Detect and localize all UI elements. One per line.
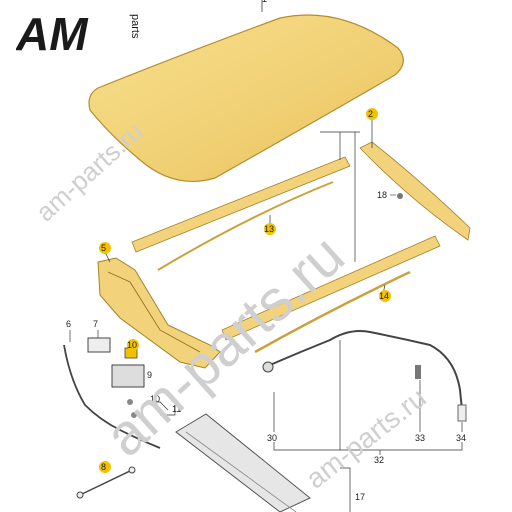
logo-suffix: parts <box>129 14 141 39</box>
roof-rail-right <box>359 141 471 241</box>
wiring-harness <box>63 344 161 449</box>
drain-hose <box>269 330 463 411</box>
logo-letters: AM <box>16 8 89 56</box>
front-rail <box>221 235 441 341</box>
callout-11: 11 <box>172 404 181 414</box>
trim-strip-13 <box>131 156 351 253</box>
callout-7: 7 <box>93 319 98 329</box>
callout-10b: 10 <box>150 394 160 404</box>
roof-panel <box>88 14 404 183</box>
seal-strip-13 <box>157 181 334 271</box>
callout-9: 9 <box>147 370 152 380</box>
callout-13: 13 <box>264 224 274 234</box>
leader-lines <box>69 120 463 512</box>
callout-14: 14 <box>379 291 389 301</box>
callout-17: 17 <box>355 492 365 502</box>
connector-7 <box>87 337 111 353</box>
motor-9 <box>111 364 145 388</box>
callout-18: 18 <box>377 190 387 200</box>
callout-1: 1 <box>262 0 267 4</box>
callout-32: 32 <box>374 455 384 465</box>
callout-6: 6 <box>66 319 71 329</box>
callout-10: 10 <box>127 340 137 350</box>
callout-8: 8 <box>101 462 106 472</box>
callout-2: 2 <box>368 109 373 119</box>
callout-30: 30 <box>267 433 277 443</box>
sunroof-frame <box>97 257 221 369</box>
seal-strip-14 <box>254 270 411 354</box>
sunshade-roller <box>175 413 311 512</box>
callout-34: 34 <box>456 433 466 443</box>
callout-5: 5 <box>101 243 106 253</box>
cable-8 <box>79 469 133 496</box>
callout-33: 33 <box>415 433 425 443</box>
am-parts-logo: AM parts <box>16 8 141 56</box>
callout-badges <box>99 108 391 473</box>
